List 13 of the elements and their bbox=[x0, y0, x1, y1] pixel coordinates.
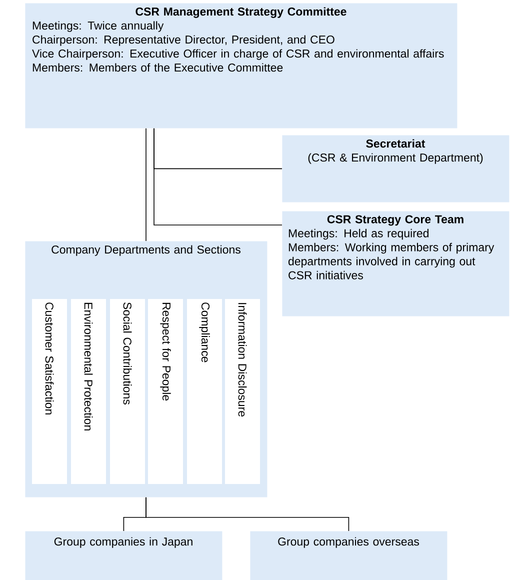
section-column: Compliance bbox=[187, 299, 222, 484]
section-column: Respect for People bbox=[148, 299, 183, 484]
section-column: Information Disclosure bbox=[225, 299, 260, 484]
connector-line bbox=[146, 497, 350, 532]
committee-box: CSR Management Strategy Committee Meetings: Twice annually Chairperson: Representative Director, President, and CEO Vice Chairperson: Executive Officer in charge of CSR and environmental affairs Members: Members of the Executive Committee bbox=[25, 3, 458, 128]
section-column: Customer Satisfaction bbox=[32, 299, 67, 484]
section-column: Social Contributions bbox=[110, 299, 145, 484]
company-box: Group companies overseas bbox=[250, 531, 448, 580]
core-team-box: CSR Strategy Core Team Meetings: Held as required Members: Working members of primary departments involved in carrying out CSR initiatives bbox=[282, 211, 510, 316]
connector-line bbox=[154, 128, 282, 226]
company-box: Group companies in Japan bbox=[25, 531, 222, 580]
section-column: Environmental Protection bbox=[71, 299, 106, 484]
secretariat-box: Secretariat (CSR & Environment Department) bbox=[282, 135, 510, 202]
